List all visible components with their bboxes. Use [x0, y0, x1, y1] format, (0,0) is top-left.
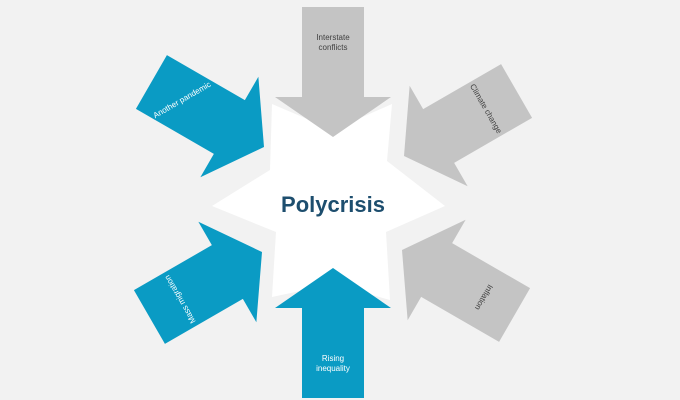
- arrow-shape: [275, 268, 391, 398]
- arrow-another-pandemic: Another pandemic: [135, 55, 264, 178]
- arrow-shape: [135, 55, 264, 178]
- arrow-shape: [404, 64, 533, 187]
- arrow-climate-change: Climate change: [404, 64, 533, 187]
- arrow-label-line: conflicts: [319, 43, 348, 52]
- arrow-mass-migration: Mass migration: [133, 221, 262, 344]
- arrow-shape: [133, 221, 262, 344]
- center-star-shape: [212, 104, 445, 300]
- arrow-label-line: inequality: [316, 364, 350, 373]
- arrow-shape: [402, 219, 531, 342]
- arrow-shape: [275, 7, 391, 137]
- center-title: Polycrisis: [281, 192, 385, 217]
- arrow-label-line: Interstate: [316, 33, 350, 42]
- arrow-label-line: Rising: [322, 354, 344, 363]
- arrow-inflation: Inflation: [402, 219, 531, 342]
